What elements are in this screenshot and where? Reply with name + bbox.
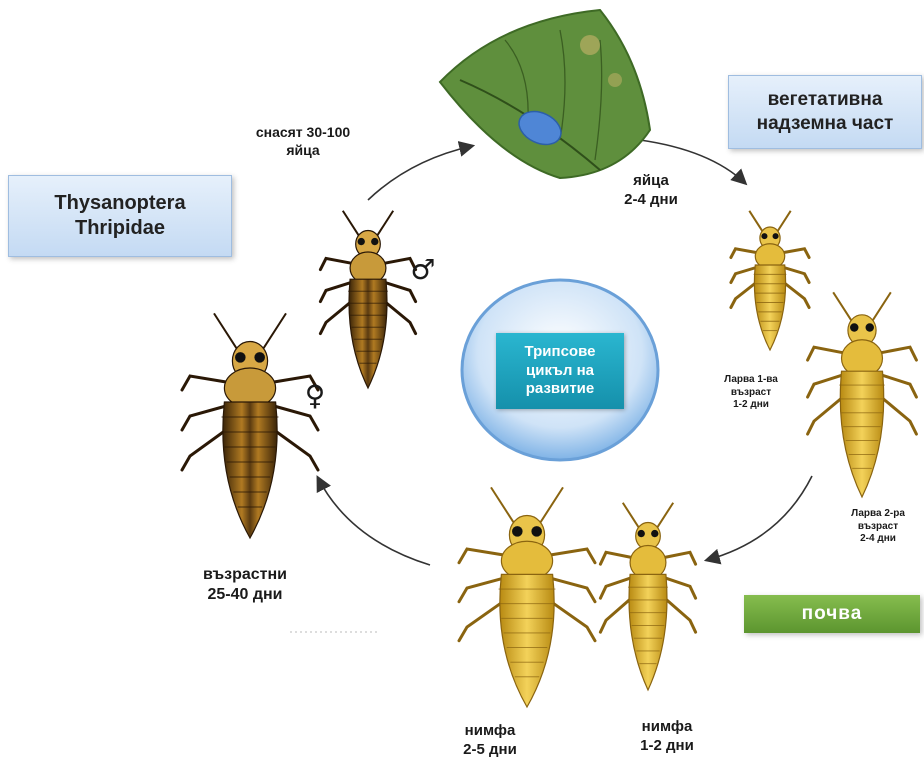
stage-larva2-name: Ларва 2-ра: [835, 508, 921, 521]
center-title-line3: развитие: [526, 380, 595, 399]
taxon-family: Thripidae: [75, 216, 165, 241]
stage-nymph1-duration: 1-2 дни: [612, 737, 722, 756]
taxon-box: Thysanoptera Thripidae: [8, 175, 232, 257]
zone-above-line2: надземна част: [757, 112, 894, 136]
zone-above-box: вегетативна надземна част: [728, 75, 922, 149]
stage-eggs-name: яйца: [596, 172, 706, 191]
stage-nymph2-name: нимфа: [435, 722, 545, 741]
eggs-laid-label: снасят 30-100 яйца: [218, 124, 388, 159]
stage-larva1-sub: възраст: [705, 387, 797, 400]
zone-above-line1: вегетативна: [768, 88, 883, 112]
stage-eggs-duration: 2-4 дни: [596, 191, 706, 210]
stage-nymph2-duration: 2-5 дни: [435, 741, 545, 760]
stage-nymph2-label: нимфа 2-5 дни: [435, 722, 545, 760]
cycle-arrow-larva-to-nymph: [707, 476, 812, 560]
center-title-line1: Трипсове: [525, 343, 596, 362]
cycle-arrow-nymph-to-adult: [318, 478, 430, 565]
stage-larva2-sub: възраст: [835, 521, 921, 534]
male-adult-icon: [320, 211, 415, 388]
leaf-image: [440, 10, 650, 178]
taxon-order: Thysanoptera: [54, 191, 185, 216]
soil-box: почва: [744, 595, 920, 633]
nymph-1-icon: [600, 503, 695, 690]
female-symbol: ♀: [300, 378, 330, 413]
stage-larva1-duration: 1-2 дни: [705, 399, 797, 412]
eggs-laid-line1: снасят 30-100: [218, 124, 388, 142]
center-title-line2: цикъл на: [526, 362, 594, 381]
soil-label: почва: [802, 603, 863, 625]
nymph-2-icon: [459, 487, 595, 707]
stage-adults-label: възрастни 25-40 дни: [165, 565, 325, 605]
stage-eggs-label: яйца 2-4 дни: [596, 172, 706, 210]
stage-larva2-duration: 2-4 дни: [835, 533, 921, 546]
center-title-box: Трипсове цикъл на развитие: [496, 333, 624, 409]
larva-1-icon: [731, 211, 809, 350]
stage-larva1-name: Ларва 1-ва: [705, 374, 797, 387]
stage-adults-duration: 25-40 дни: [165, 585, 325, 605]
stage-nymph1-name: нимфа: [612, 718, 722, 737]
stage-nymph1-label: нимфа 1-2 дни: [612, 718, 722, 756]
stage-adults-name: възрастни: [165, 565, 325, 585]
larva-2-icon: [808, 292, 917, 497]
male-symbol: ♂: [408, 252, 438, 287]
female-adult-icon: [182, 313, 318, 538]
stage-larva2-label: Ларва 2-ра възраст 2-4 дни: [835, 508, 921, 546]
stage-larva1-label: Ларва 1-ва възраст 1-2 дни: [705, 374, 797, 412]
eggs-laid-line2: яйца: [218, 142, 388, 160]
